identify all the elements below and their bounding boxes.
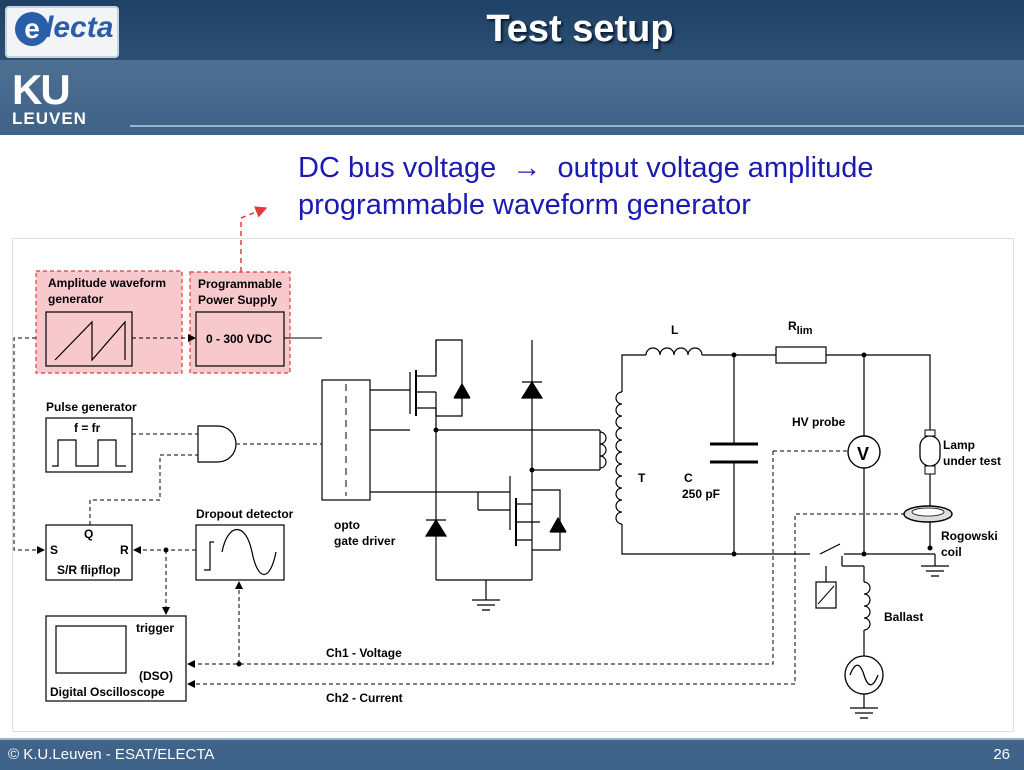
ch1-label: Ch1 - Voltage [326,646,402,660]
lamp-icon [919,435,941,467]
slide-footer: © K.U.Leuven - ESAT/ELECTA 26 [0,738,1024,770]
flipflop-q: Q [84,527,93,541]
subtitle-dc-bus: DC bus voltage [298,152,497,184]
ku-leuven-logo: KU LEUVEN [12,66,87,128]
amp-gen-label-2: generator [48,292,104,306]
node-dot-2 [529,467,535,473]
header-band [0,0,1024,60]
pps-label-2: Power Supply [198,293,278,307]
pps-box [195,311,285,367]
capacitor-value: 250 pF [682,487,720,501]
slide-header: Test setup e lecta KU LEUVEN [0,0,1024,135]
ballast-label: Ballast [884,610,923,624]
voltmeter-symbol: V [857,444,869,464]
ac-sine-icon [849,664,879,686]
pulse-gen-box [45,417,133,473]
subtitle-line-1: DC bus voltage → output voltage amplitud… [298,150,874,187]
wire-left-loop [13,337,45,554]
transformer-primary-icon [599,431,607,469]
electa-logo-text: lecta [45,11,114,44]
diode-lower-icon [424,518,448,537]
ground-lamp-icon [921,565,949,577]
footer-copyright: © K.U.Leuven - ESAT/ELECTA [8,746,215,763]
footer-page-number: 26 [993,746,1010,763]
junction-dot [163,547,169,553]
square-wave-icon [52,439,126,467]
scope-dso: (DSO) [139,669,173,683]
ku-logo-top: KU [12,66,71,113]
step-icon [204,541,214,571]
scope-name: Digital Oscilloscope [50,685,165,699]
amp-gen-box [45,311,133,367]
igniter-slash [817,585,835,605]
opto-label-2: gate driver [334,534,396,548]
inductor-icon [645,347,703,356]
and-gate-icon [197,425,237,463]
lamp-label-2: under test [943,454,1001,468]
ballast-icon [863,581,871,631]
header-divider [130,125,1024,127]
electa-logo-e: e [15,12,49,46]
node-dot-5 [861,352,867,358]
junction-dot-ch1 [236,661,242,667]
node-dot-3 [731,352,737,358]
mosfet-diode-upper-icon [454,384,470,398]
transformer-secondary-icon [615,391,623,525]
lamp-cap-bottom [924,465,936,475]
subtitle-pointer-arrow [240,206,268,272]
flipflop-box [45,524,133,581]
ground-source-icon [850,707,878,719]
pps-label-1: Programmable [198,277,282,291]
electa-logo: e lecta [5,6,119,58]
opto-label-1: opto [334,518,360,532]
resonant-circuit-wires [621,354,936,708]
diode-upper-icon [520,380,544,399]
flipflop-name: S/R flipflop [57,563,120,577]
ground-bridge-icon [472,599,500,611]
node-dot-1 [433,427,439,433]
wire-q-to-and [89,454,198,525]
half-bridge [370,339,601,600]
sine-dropout-icon [221,529,277,575]
scope-screen [55,625,127,674]
sawtooth-wave-icon [54,320,126,362]
flipflop-r: R [120,543,129,557]
dropout-label: Dropout detector [196,507,294,521]
subtitle-output: output voltage amplitude [557,152,874,184]
subtitle-line-2: programmable waveform generator [298,189,751,221]
wire-ch1 [187,451,774,668]
voltmeter-icon [847,435,881,469]
scope-trigger: trigger [136,621,174,635]
rogowski-label-1: Rogowski [941,529,998,543]
rogowski-label-2: coil [941,545,962,559]
pulse-freq: f = fr [74,421,101,435]
lamp-cap-top [924,429,936,437]
node-dot-6 [861,551,867,557]
rogowski-coil-inner [911,507,945,517]
mosfet-diode-lower-icon [550,518,566,532]
hv-probe-label: HV probe [792,415,846,429]
wire-ch2 [187,513,905,688]
ku-logo-bottom: LEUVEN [12,109,87,128]
resistor-label: Rlim [788,319,813,337]
resistor-icon [775,346,827,364]
pps-range: 0 - 300 VDC [206,332,272,346]
amp-gen-label-1: Amplitude waveform [48,276,166,290]
lamp-label-1: Lamp [943,438,975,452]
dropout-box [195,524,285,581]
pulse-gen-label: Pulse generator [46,400,137,414]
transformer-label: T [638,471,646,485]
header-lower-band [0,60,1024,135]
node-dot-4 [731,551,737,557]
slide-subtitle: DC bus voltage → output voltage amplitud… [298,150,874,224]
ch2-label: Ch2 - Current [326,691,403,705]
subtitle-arrow-icon: → [512,152,542,184]
capacitor-label: C [684,471,693,485]
inductor-label: L [671,323,678,337]
node-dot-7 [927,545,933,551]
slide-title: Test setup [486,8,674,50]
flipflop-s: S [50,543,58,557]
